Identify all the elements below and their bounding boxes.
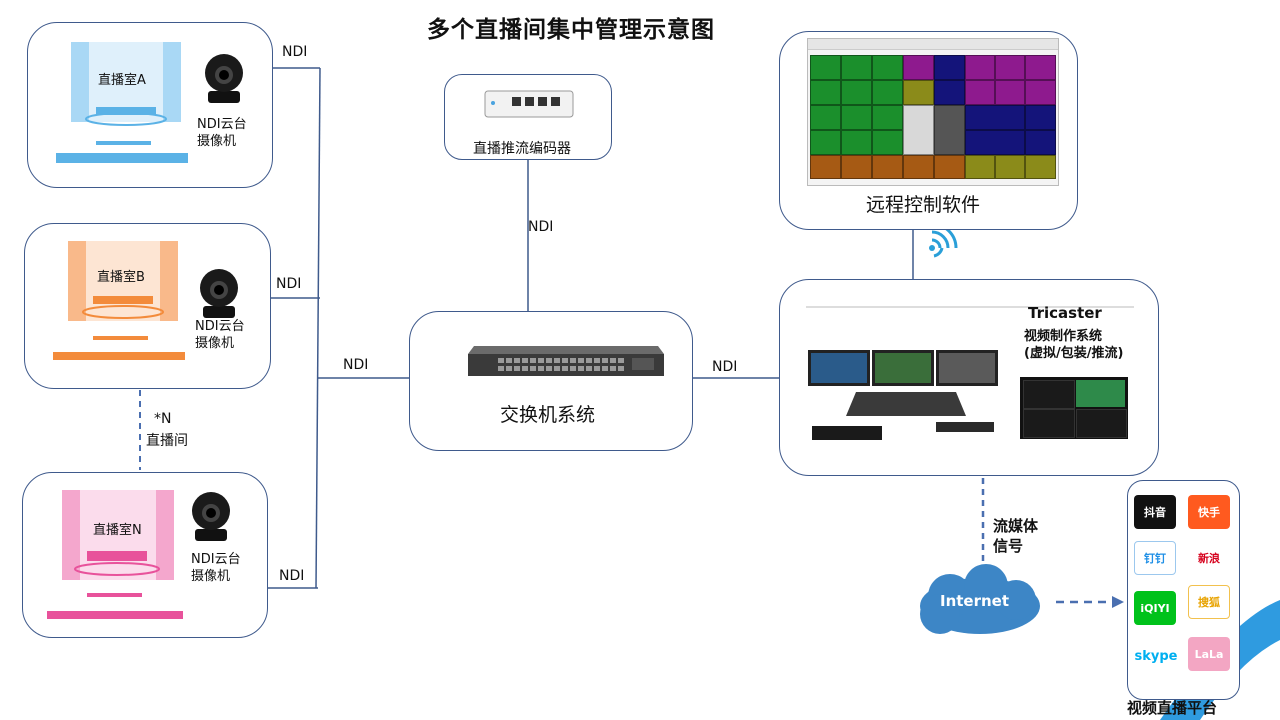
room-a-camera-label: NDI云台摄像机 [197,117,247,149]
ndi-label-room-n: NDI [279,568,305,584]
room-a-name: 直播室A [98,73,146,88]
streaming-label: 流媒体信号 [993,517,1039,555]
ndi-label-tricaster: NDI [712,359,738,375]
network-switch-icon [468,346,664,376]
kuaishou-icon: 快手 [1188,495,1230,529]
software-screenshot [807,38,1059,186]
room-a-box: 直播室A NDI云台摄像机 [27,22,273,188]
more-rooms-count: *N [154,411,172,427]
room-n-name: 直播室N [93,523,142,538]
tricaster-name: Tricaster [1028,304,1102,322]
internet-cloud-icon [920,564,1040,634]
tricaster-line1: 视频制作系统 [1024,329,1103,344]
switch-box: 交换机系统 [409,311,693,451]
ndi-label-trunk: NDI [343,357,369,373]
lala-icon: LaLa [1188,637,1230,671]
douyin-icon: 抖音 [1134,495,1176,529]
dingtalk-icon: 钉钉 [1134,541,1176,575]
ptz-camera-icon [197,266,241,320]
more-rooms-label: 直播间 [146,433,188,449]
room-b-camera-label: NDI云台摄像机 [195,319,245,351]
studio-a-illustration [56,42,188,163]
sohu-icon: 搜狐 [1188,585,1230,619]
line-trunk [315,67,321,589]
diagram-title: 多个直播间集中管理示意图 [427,17,715,43]
iqiyi-icon: iQIYI [1134,591,1176,625]
skype-icon: skype [1132,639,1180,673]
room-b-box: 直播室B NDI云台摄像机 [24,223,271,389]
switch-label: 交换机系统 [500,404,596,426]
encoder-box: 直播推流编码器 [444,74,612,160]
encoder-label: 直播推流编码器 [473,141,571,157]
tricaster-line2: (虚拟/包装/推流) [1024,346,1124,361]
room-b-name: 直播室B [97,270,145,285]
tricaster-hardware-icon [808,350,998,440]
remote-software-label: 远程控制软件 [866,194,981,216]
room-n-camera-label: NDI云台摄像机 [191,552,241,584]
studio-b-illustration [53,241,185,360]
encoder-device-icon [484,90,574,118]
ndi-label-room-b: NDI [276,276,302,292]
platforms-caption: 视频直播平台 [1127,699,1218,717]
arrow-head [1112,596,1124,608]
divider [806,306,1134,308]
tricaster-box: Tricaster 视频制作系统 (虚拟/包装/推流) [779,279,1159,476]
sina-icon: 新浪 [1182,541,1236,575]
ndi-label-room-a: NDI [282,44,308,60]
ptz-camera-icon [189,489,233,543]
browser-toolbar [808,39,1058,50]
internet-label: Internet [940,592,1010,610]
tricaster-screen-preview [1020,377,1128,439]
remote-software-box: 远程控制软件 [779,31,1078,230]
platforms-box: 抖音 快手 钉钉 新浪 iQIYI 搜狐 skype LaLa [1127,480,1240,700]
ndi-label-encoder: NDI [528,219,554,235]
ptz-camera-icon [202,51,246,105]
control-grid [810,55,1056,179]
room-n-box: 直播室N NDI云台摄像机 [22,472,268,638]
studio-n-illustration [47,490,183,619]
